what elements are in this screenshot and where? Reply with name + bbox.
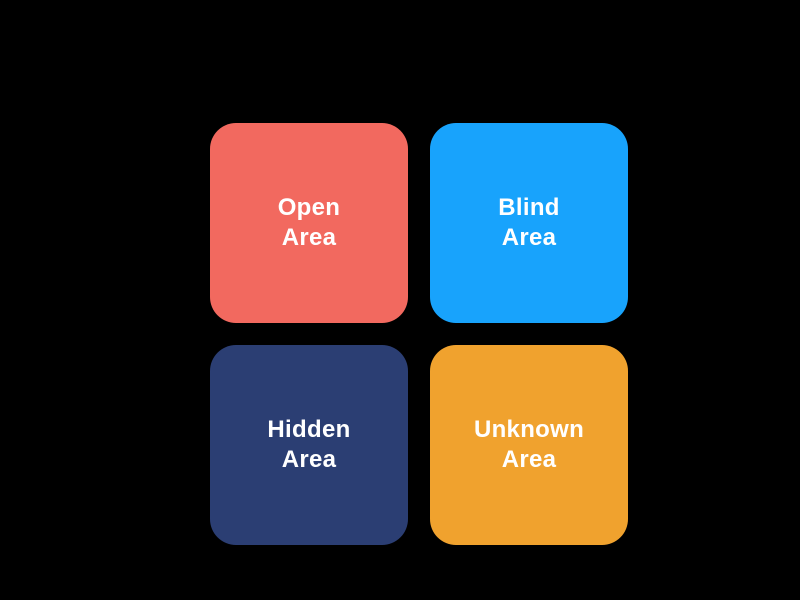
- quadrant-label-line1: Hidden: [267, 416, 351, 443]
- quadrant-unknown-area-label: Unknown Area: [474, 415, 584, 475]
- quadrant-blind-area-label: Blind Area: [498, 193, 560, 253]
- quadrant-label-line2: Area: [501, 446, 557, 473]
- quadrant-hidden-area-label: Hidden Area: [267, 415, 350, 475]
- quadrant-grid: Open Area Blind Area Hidden Area Unknown…: [210, 123, 628, 545]
- quadrant-label-line2: Area: [281, 224, 337, 251]
- quadrant-hidden-area: Hidden Area: [210, 345, 408, 545]
- quadrant-label-line2: Area: [281, 446, 337, 473]
- quadrant-open-area-label: Open Area: [278, 193, 341, 253]
- quadrant-label-line1: Blind: [498, 194, 560, 221]
- quadrant-label-line1: Unknown: [473, 416, 585, 443]
- quadrant-label-line2: Area: [501, 224, 557, 251]
- quadrant-unknown-area: Unknown Area: [430, 345, 628, 545]
- quadrant-open-area: Open Area: [210, 123, 408, 323]
- quadrant-label-line1: Open: [277, 194, 341, 221]
- quadrant-blind-area: Blind Area: [430, 123, 628, 323]
